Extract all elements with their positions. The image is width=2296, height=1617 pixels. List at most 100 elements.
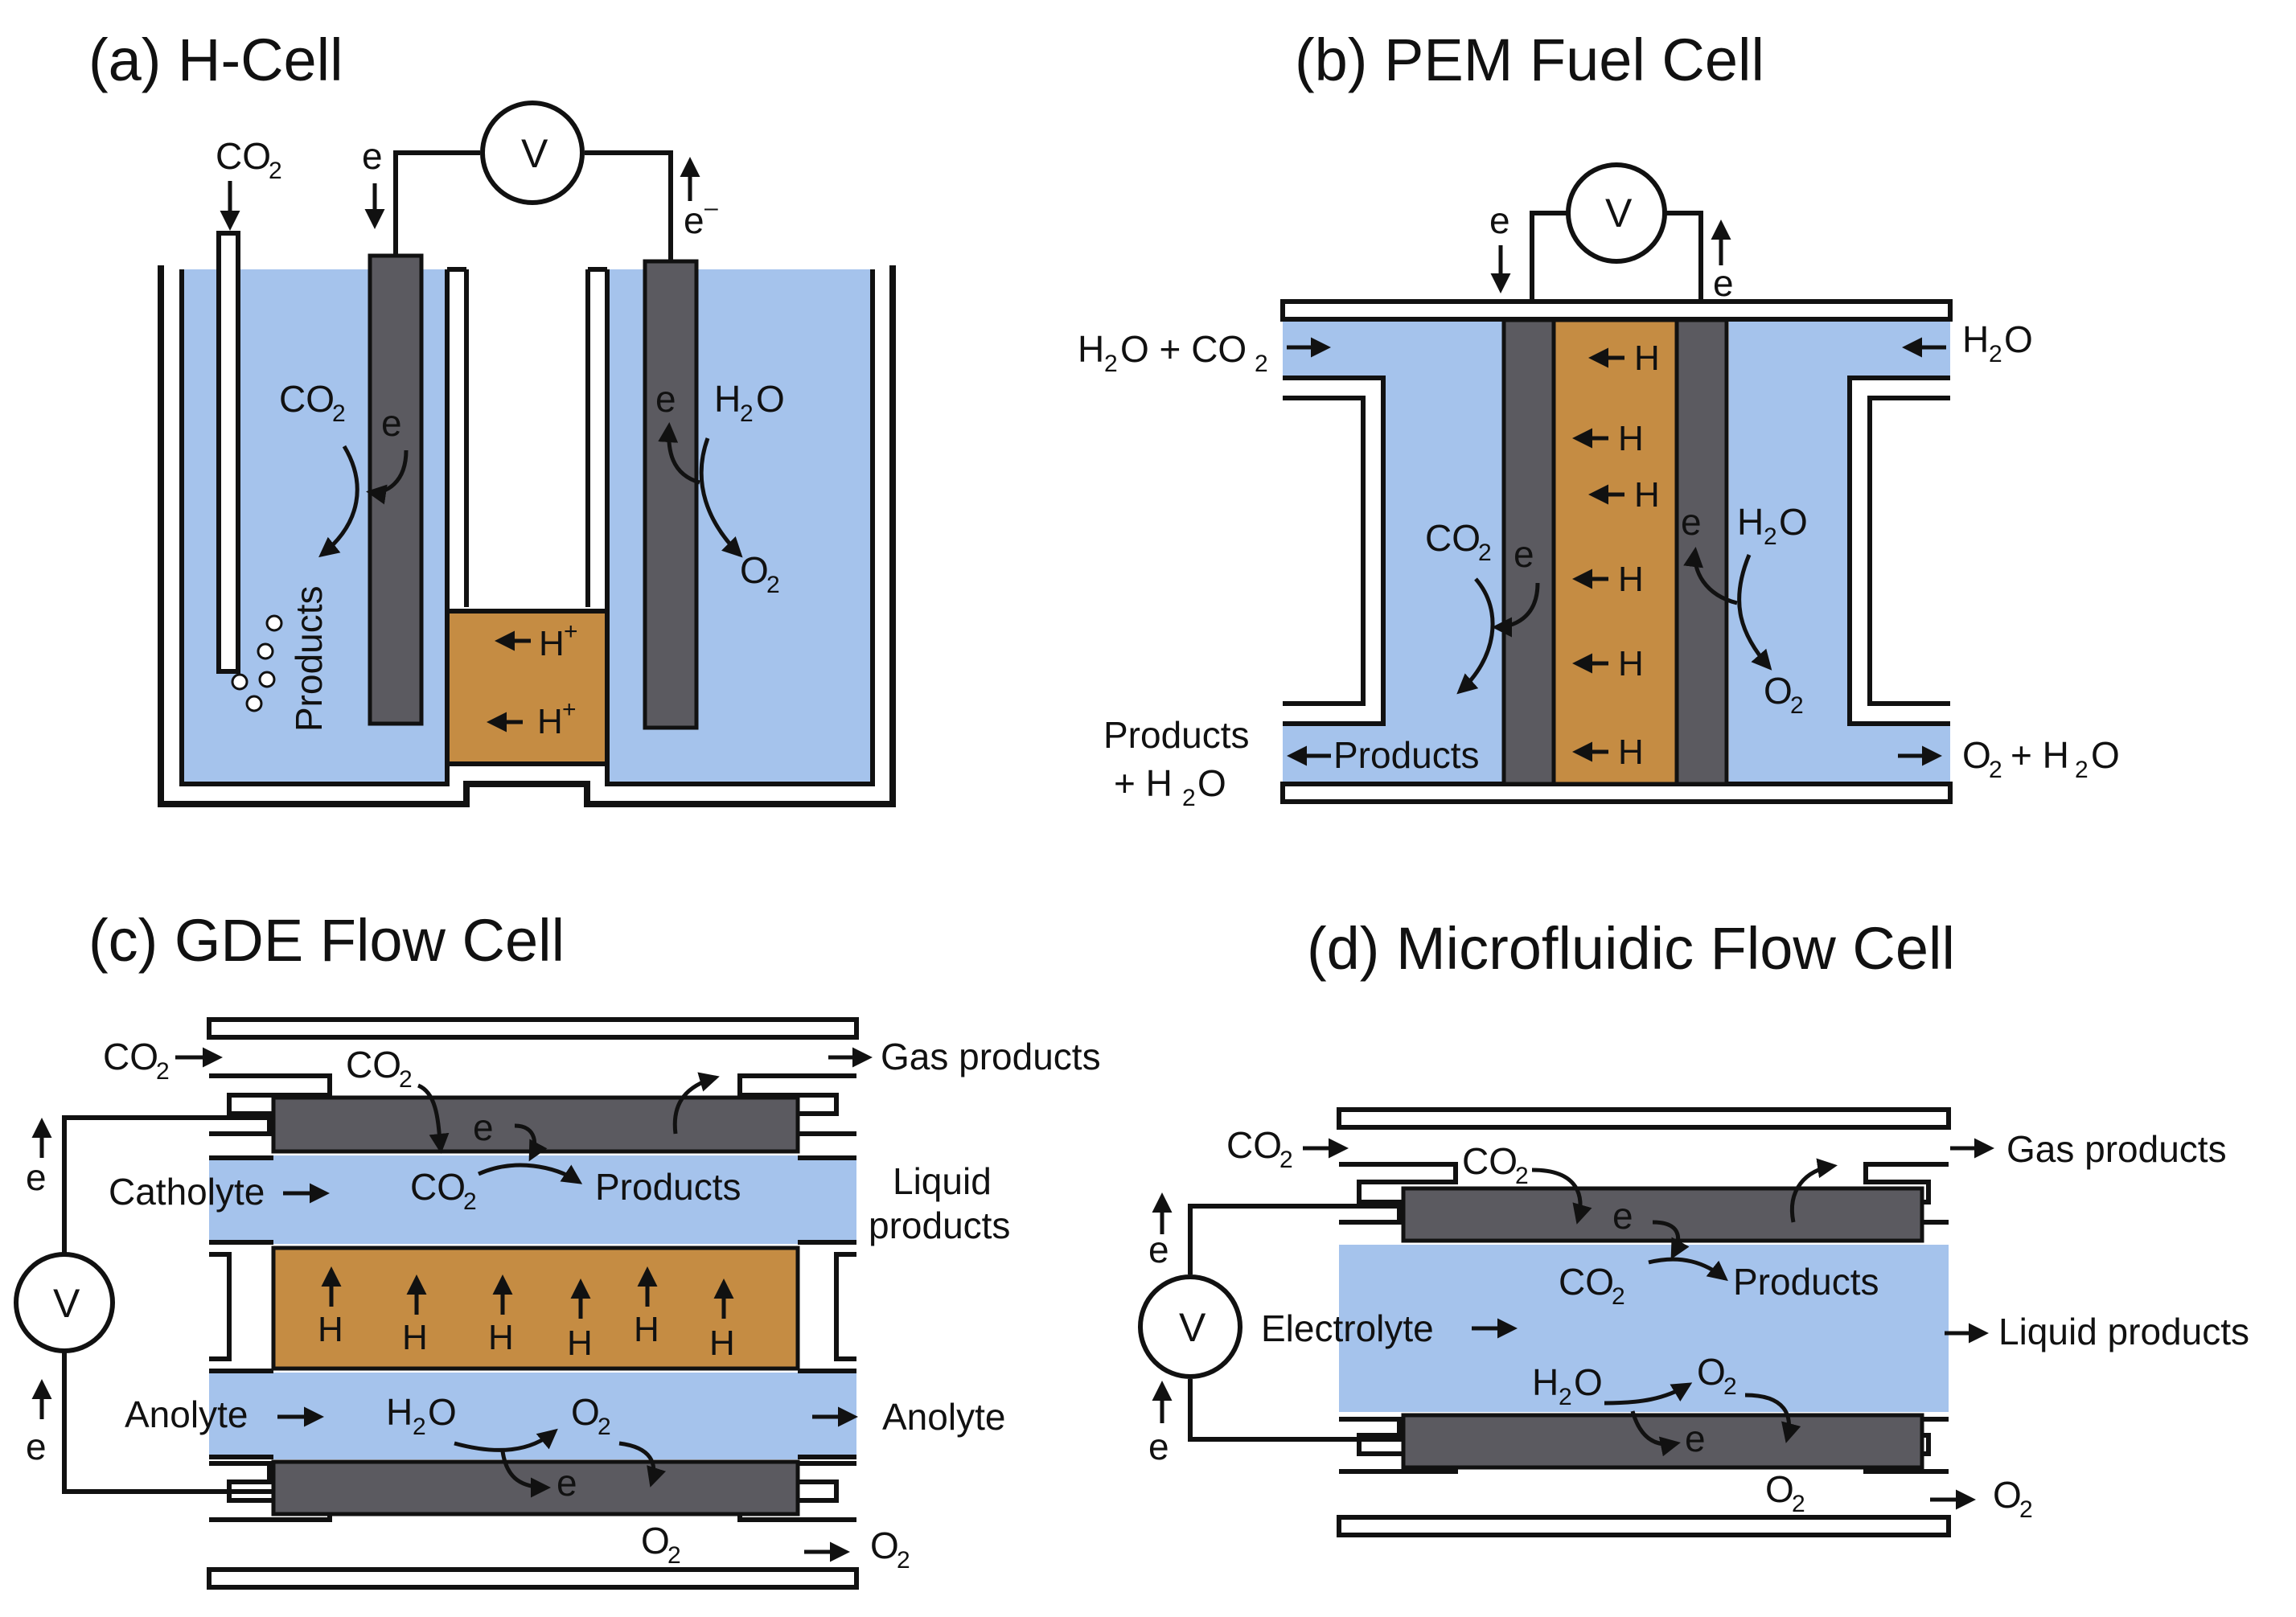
cathode-co2-label: CO (279, 378, 335, 420)
panel-a-title: (a) H-Cell (88, 27, 343, 93)
pem-external-wire (1530, 211, 1703, 302)
micro-electron-top: e (1148, 1229, 1169, 1270)
gde-catholyte-label: Catholyte (109, 1171, 265, 1213)
gde-gas-products: Gas products (881, 1036, 1101, 1077)
pem-proton-4: H (1618, 560, 1644, 599)
h-cell-anode (643, 259, 699, 730)
micro-electron-cathode: e (1612, 1195, 1633, 1237)
proton-a2: H (537, 702, 563, 741)
cathode-electron-arrow (366, 449, 409, 505)
gde-electron-anode: e (557, 1462, 577, 1504)
pem-cathode-flow (1283, 322, 1504, 782)
gde-liquid-line1: Liquid (893, 1160, 992, 1202)
pem-anode-flow (1729, 322, 1950, 782)
pem-right-bracket-outer (1867, 396, 1950, 706)
pem-proton-2: H (1618, 419, 1644, 458)
panel-a-h-cell: (a) H-Cell CO 2 V (88, 27, 896, 807)
micro-co2-channel-sub: 2 (1612, 1283, 1625, 1310)
voltmeter-c (14, 1252, 115, 1353)
pem-outlet-right-o: O (1962, 734, 1991, 776)
gde-o2-out-sub: 2 (897, 1547, 910, 1574)
pem-anode-electron-arrow (1683, 547, 1738, 605)
micro-o2-anode-sub: 2 (1723, 1373, 1737, 1400)
anode-h2o-sub: 2 (740, 400, 754, 427)
h-cell-external-wire (393, 150, 673, 261)
gde-o2-bottom: O (641, 1520, 670, 1562)
pem-proton-arrows (1572, 347, 1624, 762)
anode-electron-label: e (655, 378, 676, 420)
gde-product-arrow (477, 1163, 583, 1184)
pem-proton-6: H (1618, 733, 1644, 772)
co2-feed-tube (216, 231, 240, 674)
gde-o2-anode: O (571, 1391, 600, 1433)
products-label-a: Products (288, 585, 330, 732)
gde-co2-channel: CO (410, 1166, 466, 1208)
micro-co2-diffuse-arrow (1531, 1168, 1592, 1225)
gde-co2-diffuse-arrow (417, 1083, 450, 1154)
gde-o2-down-arrow (618, 1441, 666, 1488)
gde-top-plate (207, 1017, 859, 1040)
gde-h2o-sub: 2 (413, 1414, 426, 1440)
electron-out-sup-a: – (704, 195, 718, 221)
pem-o2-label: O (1764, 670, 1793, 712)
gde-o2-anode-sub: 2 (598, 1414, 611, 1440)
pem-outlet-right-o2: O (2091, 734, 2120, 776)
voltmeter-d-label: V (1179, 1305, 1206, 1350)
anode-o2-sub: 2 (766, 572, 780, 598)
cathode-co2-sub: 2 (332, 400, 346, 427)
gde-membrane-side-left (209, 1252, 232, 1361)
gde-anolyte-out: Anolyte (882, 1396, 1005, 1438)
pem-h2o-sub: 2 (1764, 523, 1777, 550)
anode-h2o-o: O (756, 378, 785, 420)
gde-co2-in-sub: 2 (156, 1058, 170, 1085)
gde-proton-3: H (488, 1318, 514, 1357)
gde-h2o-o: O (428, 1391, 457, 1433)
micro-gas-product-arrow (1790, 1158, 1838, 1223)
anode-h2o-h: H (714, 378, 741, 420)
electron-in-a: e (362, 135, 383, 177)
anode-electron-arrow (658, 422, 700, 485)
h-cell-right-inner-wall (605, 269, 875, 786)
gde-proton-6: H (709, 1324, 735, 1363)
pem-cathode-electron-arrow (1492, 582, 1540, 638)
micro-o2-bottom: O (1765, 1468, 1794, 1510)
pem-outlet-right-sub: 2 (1989, 757, 2002, 783)
gde-h2o-arrow (454, 1428, 558, 1452)
pem-outlet-left-line2: + H (1114, 762, 1173, 804)
voltmeter-a (480, 101, 585, 205)
pem-right-bracket (1847, 376, 1950, 726)
gde-o2-bottom-sub: 2 (667, 1542, 681, 1569)
gde-catholyte-walls (209, 1155, 856, 1245)
h-cell-left-inner-wall (179, 269, 450, 786)
gde-products-label: Products (595, 1166, 741, 1208)
anode-o2-label: O (740, 549, 769, 591)
gde-gas-product-arrow (672, 1072, 720, 1135)
voltmeter-c-label: V (53, 1281, 80, 1326)
micro-o2-bottom-sub: 2 (1792, 1491, 1805, 1517)
pem-co2-sub: 2 (1478, 540, 1492, 566)
micro-electrolyte-channel (1339, 1245, 1949, 1412)
micro-electron-anode: e (1685, 1418, 1706, 1459)
pem-anode-arrow (1737, 554, 1772, 671)
micro-co2-gde: CO (1462, 1140, 1518, 1182)
gde-membrane-side-right (834, 1252, 856, 1361)
voltmeter-b-label: V (1605, 191, 1633, 236)
gde-proton-5: H (634, 1310, 659, 1349)
micro-co2-channel: CO (1559, 1261, 1614, 1303)
h-cell-membrane (445, 609, 610, 766)
gde-electron-top: e (26, 1156, 47, 1198)
gde-co2-gde: CO (346, 1044, 401, 1086)
electron-out-b: e (1713, 262, 1734, 304)
micro-external-wire (1188, 1204, 1403, 1442)
pem-h2o-h: H (1737, 501, 1764, 543)
pem-co2-label: CO (1425, 517, 1481, 559)
gde-proton-arrows (321, 1266, 734, 1319)
gde-liquid-line2: products (869, 1205, 1010, 1246)
pem-cathode-arrow (1456, 577, 1495, 695)
co2-feed-sub: 2 (269, 158, 282, 184)
gde-electron-anode-arrow (500, 1451, 551, 1498)
pem-o2-sub: 2 (1790, 692, 1804, 719)
pem-inlet-right-h: H (1962, 318, 1989, 360)
cathode-reaction-arrow (318, 445, 359, 558)
h-cell-container-outline (158, 265, 896, 807)
